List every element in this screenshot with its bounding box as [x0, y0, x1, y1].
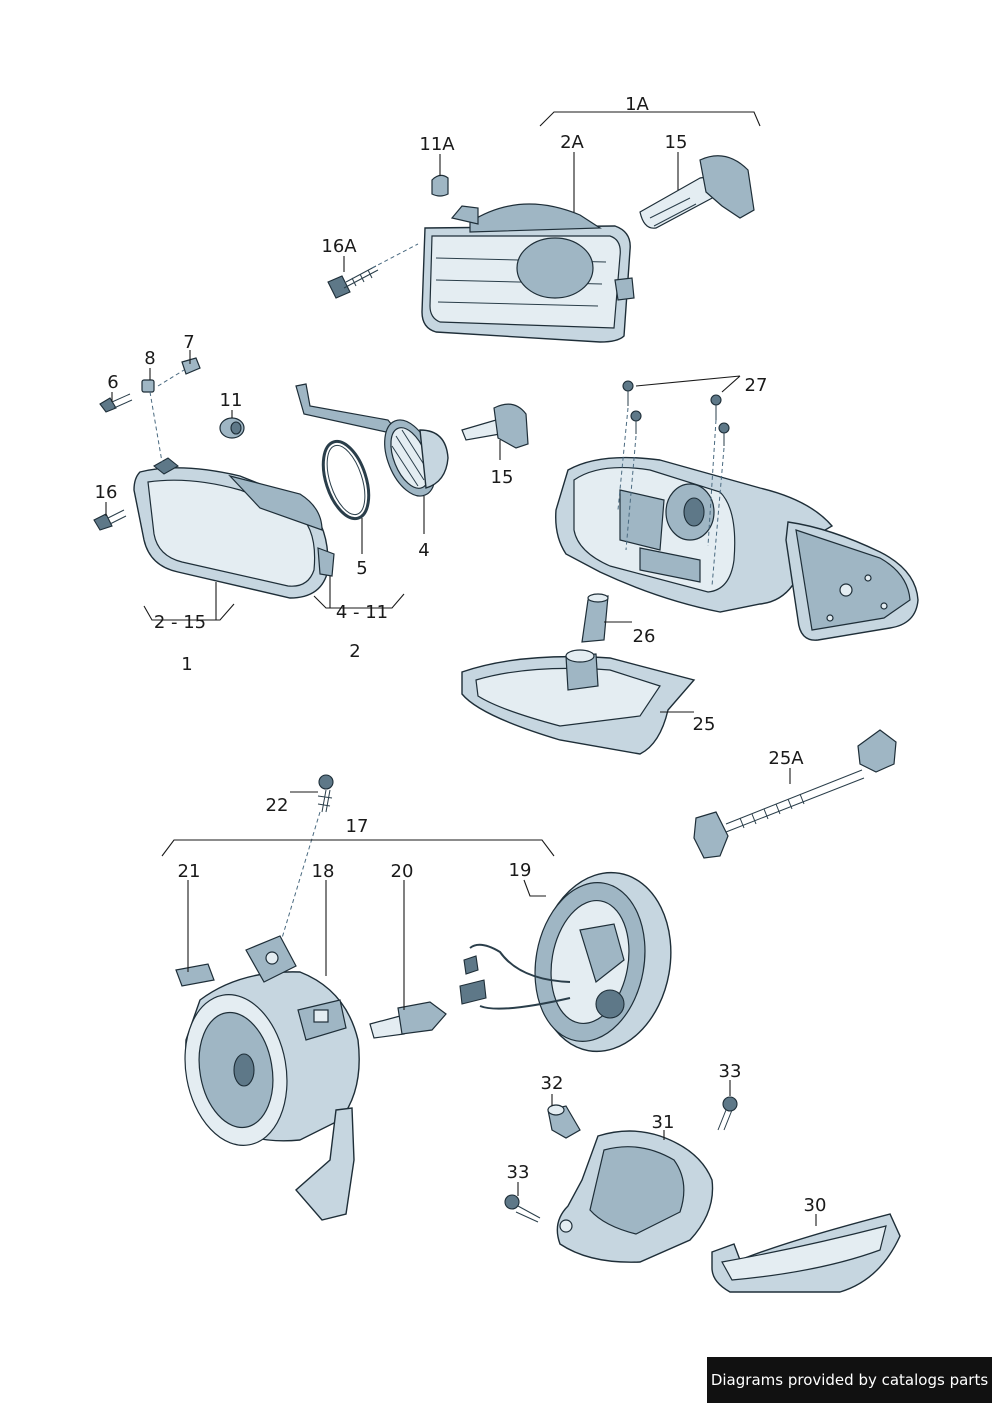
- nut-8: [141, 379, 155, 393]
- fog-lamp-housing-18: [184, 935, 360, 1221]
- label-16: 16: [95, 482, 118, 503]
- bushing-26: [581, 593, 609, 643]
- label-25: 25: [693, 714, 716, 735]
- screw-16: [93, 509, 127, 531]
- label-26: 26: [633, 626, 656, 647]
- label-22: 22: [266, 795, 289, 816]
- label-21: 21: [178, 861, 201, 882]
- label-16a: 16A: [321, 236, 357, 257]
- label-5: 5: [356, 558, 367, 579]
- bracket-strap: [295, 383, 398, 433]
- label-2: 2: [349, 641, 360, 662]
- label-11: 11: [220, 390, 243, 411]
- screw-16a: [327, 265, 379, 299]
- cover-31: [556, 1130, 714, 1263]
- label-31: 31: [652, 1112, 675, 1133]
- label-33-left: 33: [507, 1162, 530, 1183]
- label-17: 17: [346, 816, 369, 837]
- grommet-11: [219, 417, 245, 439]
- bulb-15-top: [639, 155, 755, 229]
- screw-33-left: [504, 1194, 541, 1223]
- label-1a: 1A: [625, 94, 649, 115]
- clip-7: [181, 357, 201, 375]
- label-18: 18: [312, 861, 335, 882]
- label-15-top: 15: [665, 132, 688, 153]
- wire-connector: [459, 943, 571, 1010]
- reflector-4: [384, 419, 449, 497]
- screw-33-right: [717, 1096, 738, 1131]
- leader-lines: [105, 111, 817, 1226]
- bushing-32: [547, 1104, 581, 1139]
- seal-ring-5: [321, 439, 371, 521]
- screws-27: [622, 380, 730, 446]
- label-15-mid: 15: [491, 467, 514, 488]
- label-33-right: 33: [719, 1061, 742, 1082]
- label-4: 4: [418, 540, 429, 561]
- label-1: 1: [181, 654, 192, 675]
- bulb-20: [369, 1001, 447, 1039]
- mirror-glass-plate: [785, 521, 919, 641]
- bulb-15-mid: [461, 403, 529, 449]
- screw-6: [99, 393, 133, 413]
- reflector-19: [534, 871, 672, 1053]
- label-20: 20: [391, 861, 414, 882]
- fog-lamp-housing-1a: [421, 203, 635, 343]
- label-2a: 2A: [560, 132, 584, 153]
- label-8: 8: [144, 348, 155, 369]
- label-27: 27: [745, 375, 768, 396]
- label-2-15: 2 - 15: [154, 612, 206, 633]
- headlamp-1: [133, 457, 335, 599]
- label-32: 32: [541, 1073, 564, 1094]
- part-labels: 1A 2A 11A 15 16A 7 8 6 11 16 2 - 15 1 5 …: [95, 94, 827, 1216]
- label-30: 30: [804, 1195, 827, 1216]
- label-19: 19: [509, 860, 532, 881]
- clip-11a: [431, 174, 449, 197]
- label-25a: 25A: [768, 748, 804, 769]
- label-6: 6: [107, 372, 118, 393]
- base-plate-25: [461, 649, 696, 755]
- adjuster-25a: [693, 729, 897, 859]
- mirror-housing: [555, 456, 834, 613]
- attribution-footer: Diagrams provided by catalogs parts: [707, 1357, 992, 1403]
- label-11a: 11A: [419, 134, 455, 155]
- label-4-11: 4 - 11: [336, 602, 388, 623]
- screw-22: [317, 774, 334, 813]
- trim-strip-30: [711, 1213, 901, 1293]
- label-7: 7: [183, 332, 194, 353]
- clip-21: [175, 963, 215, 987]
